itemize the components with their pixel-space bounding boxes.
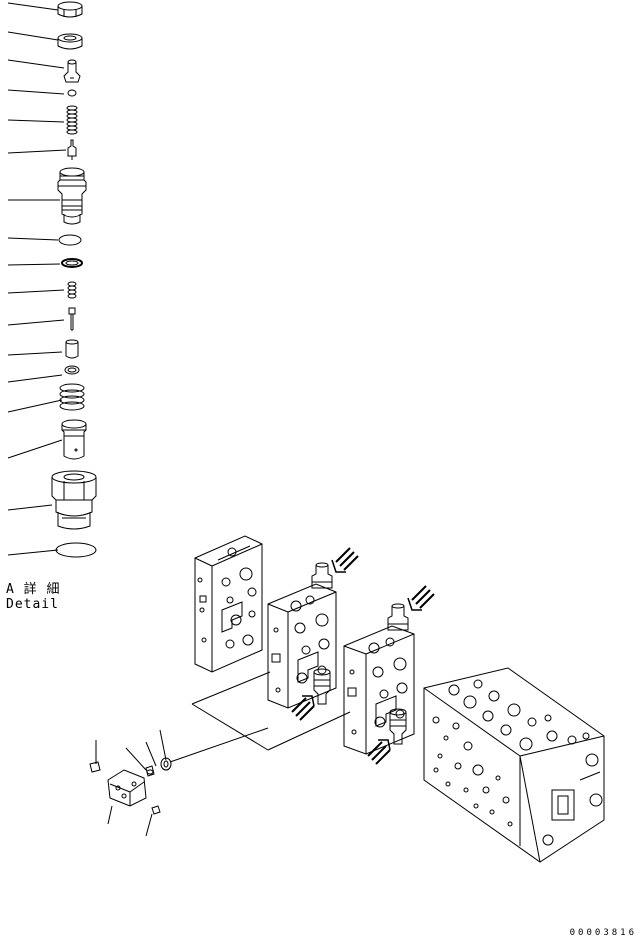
fitting-nipple: [145, 765, 155, 777]
drawing-number: 00003816: [569, 928, 637, 938]
fitting-assembly: [89, 729, 172, 837]
detail-label-en: Detail: [6, 597, 59, 612]
plug: [51, 470, 97, 530]
leader-lines: [7, 2, 67, 556]
direction-arrow-icon-1: [331, 547, 359, 573]
main-valve-block: [423, 667, 605, 863]
spring-upper: [66, 105, 78, 135]
assembly-lines: [169, 671, 351, 763]
fitting-ring: [160, 757, 172, 771]
adjust-screw: [63, 59, 81, 83]
detail-label-jp: A 詳 細: [6, 582, 61, 597]
sleeve: [61, 419, 87, 460]
poppet: [67, 139, 77, 160]
valve-section-middle: [267, 562, 337, 709]
relief-valve-top-2: [387, 603, 409, 631]
cap-nut: [57, 1, 83, 18]
piston: [65, 339, 79, 359]
spring-lower: [59, 383, 85, 411]
valve-section-rear: [194, 535, 263, 673]
direction-arrow-icon-3: [291, 695, 315, 721]
direction-arrow-icon-4: [367, 739, 391, 765]
relief-valve-bottom-1: [313, 668, 331, 705]
arrow-icon: [291, 547, 435, 765]
o-ring-large: [55, 542, 97, 558]
o-ring-medium: [58, 234, 82, 246]
seal-ring: [64, 365, 80, 375]
lock-nut: [57, 33, 83, 50]
valve-section-front: [343, 603, 415, 755]
exploded-parts-stack: [7, 1, 97, 558]
relief-valve-bottom-2: [389, 708, 407, 745]
detail-label: A 詳 細 Detail: [6, 582, 60, 612]
bolt: [89, 761, 101, 773]
o-ring-small: [67, 89, 77, 97]
backup-ring: [61, 258, 83, 268]
direction-arrow-icon-2: [407, 585, 435, 611]
spring-middle: [67, 281, 77, 299]
flange-block: [107, 769, 147, 807]
pin: [68, 307, 76, 331]
screw: [151, 805, 161, 815]
relief-valve-top-1: [311, 562, 333, 589]
sleeve-body: [57, 167, 87, 225]
